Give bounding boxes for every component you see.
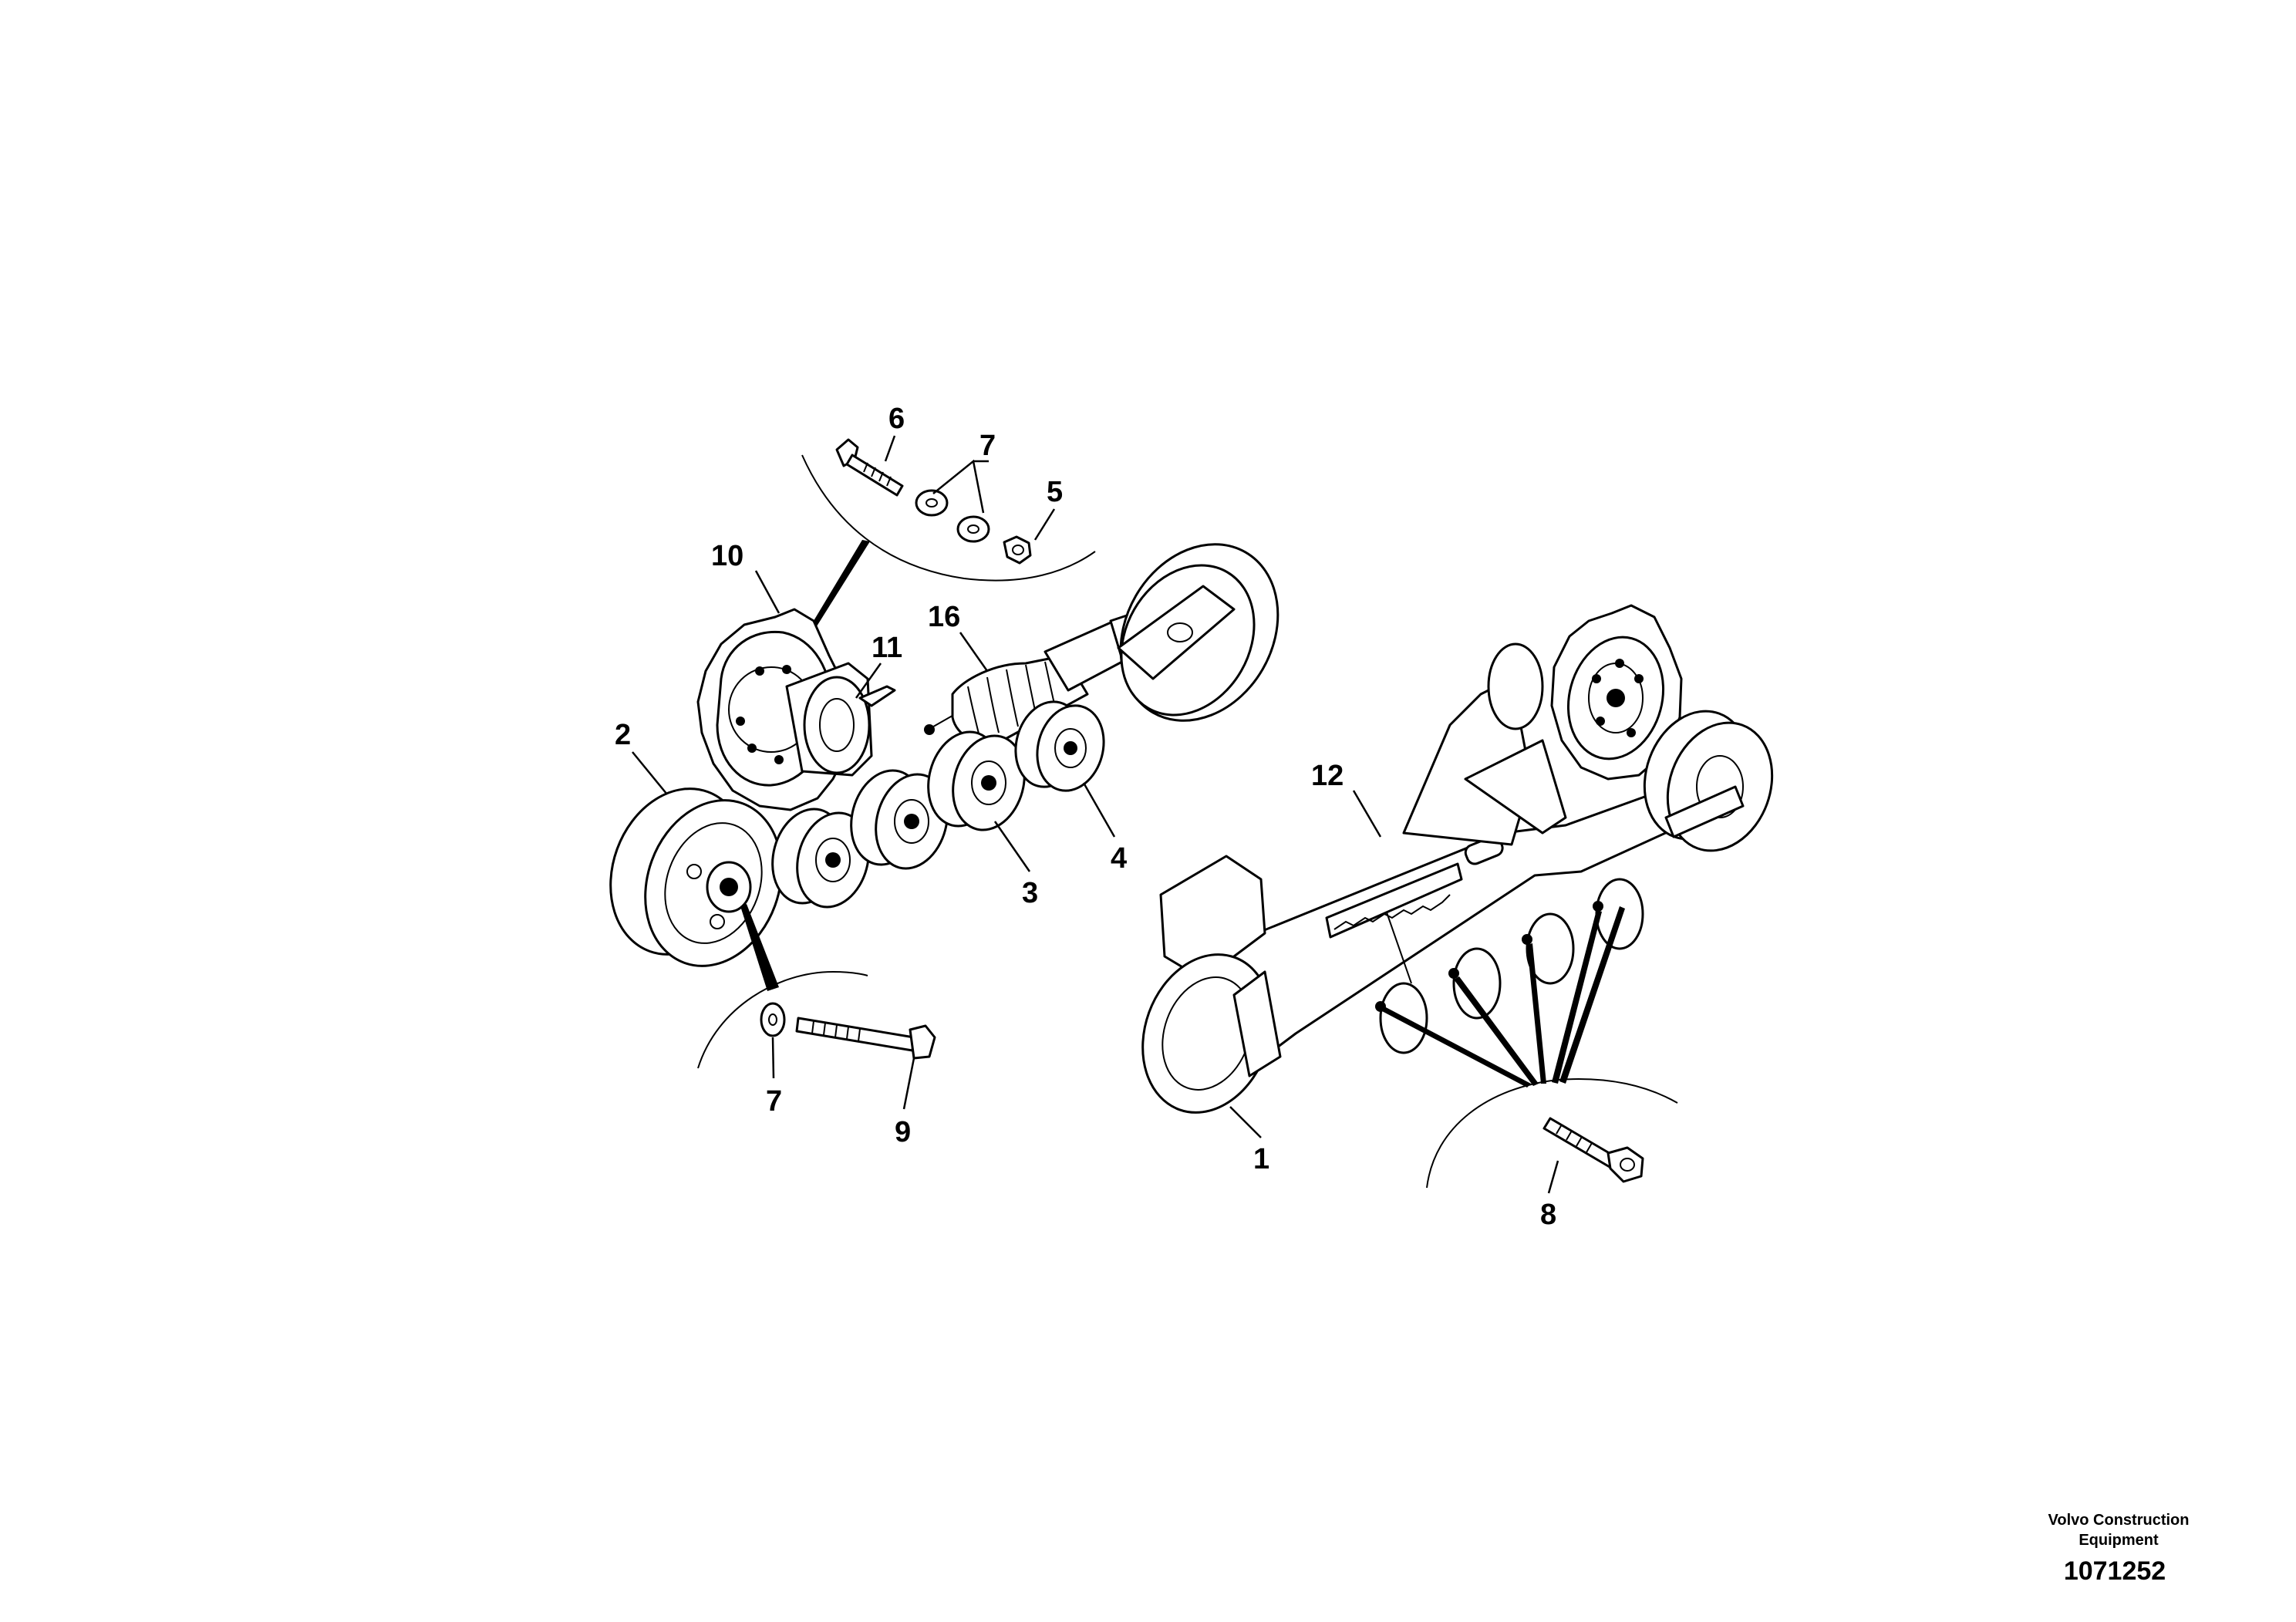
bolt-8-icon xyxy=(1542,1117,1644,1183)
bolt-6-icon xyxy=(835,438,904,497)
detail-bubble-bottom xyxy=(697,904,936,1069)
drawing-number: 1071252 xyxy=(2063,1556,2166,1586)
front-idler-icon xyxy=(1117,543,1279,722)
washer-7-icon xyxy=(915,489,990,543)
callout-4: 4 xyxy=(1111,842,1127,875)
callout-3: 3 xyxy=(1022,877,1038,909)
callout-7-top: 7 xyxy=(979,430,996,462)
callout-11: 11 xyxy=(872,632,902,664)
callout-16: 16 xyxy=(928,601,960,633)
manufacturer-line-2: Equipment xyxy=(2079,1532,2159,1549)
track-frame-12-icon xyxy=(1141,604,1774,1114)
final-drive-11-icon xyxy=(785,662,896,777)
callout-9: 9 xyxy=(895,1116,911,1148)
callout-10: 10 xyxy=(711,540,743,572)
bolt-9-icon xyxy=(795,1017,936,1060)
washer-7-lower-icon xyxy=(760,1002,786,1037)
track-rollers-3-icon xyxy=(771,700,1105,909)
callout-12: 12 xyxy=(1311,760,1344,792)
callout-1: 1 xyxy=(1253,1143,1269,1175)
leader-lines-8 xyxy=(1381,906,1625,1088)
callout-leaders xyxy=(632,435,1559,1194)
callout-8: 8 xyxy=(1540,1199,1556,1231)
carrier-roller-4-icon xyxy=(1014,700,1105,792)
callout-2: 2 xyxy=(615,719,631,751)
callout-6: 6 xyxy=(888,403,905,435)
callout-7-bottom: 7 xyxy=(766,1085,782,1118)
detail-bubble-right xyxy=(1426,1078,1678,1189)
manufacturer-line-1: Volvo Construction xyxy=(2048,1512,2190,1529)
callout-5: 5 xyxy=(1047,476,1063,508)
nut-5-icon xyxy=(1003,535,1032,565)
callout-labels: 6 7 5 10 11 16 2 3 4 12 1 7 9 8 xyxy=(615,403,1556,1231)
